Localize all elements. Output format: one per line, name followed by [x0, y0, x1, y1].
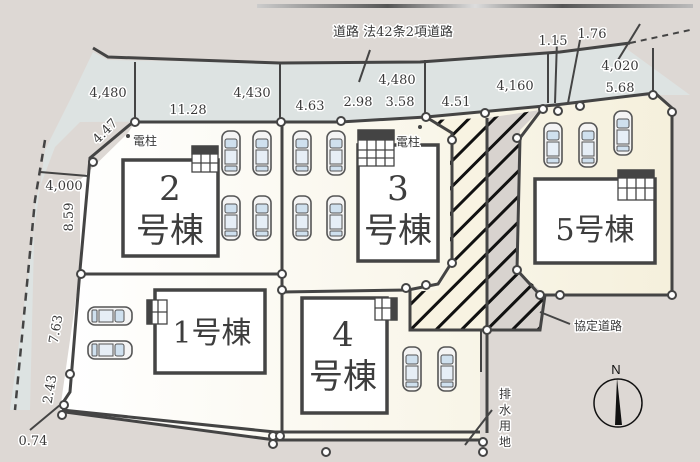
building-3-number: 3 [387, 169, 409, 209]
road-area [10, 44, 690, 410]
road-width-3: 4,480 [378, 73, 415, 88]
west-boundary [13, 139, 47, 411]
road-boundary [92, 41, 631, 65]
drainage-label-2: 水 [499, 403, 511, 417]
utility-pole-2-label: 電柱 [396, 134, 420, 149]
building-5-label: 5号棟 [555, 213, 634, 248]
frontage-5-68: 5.68 [606, 81, 635, 96]
frontage-4-63: 4.63 [296, 99, 325, 114]
frontage-1-76: 1.76 [578, 27, 607, 42]
road-width-2: 4,430 [233, 86, 270, 101]
dimension-lines [29, 39, 654, 446]
building-2-suffix: 号棟 [136, 211, 204, 251]
agreement-road-hatch-left [410, 118, 487, 330]
road-type-label: 道路 法42条2項道路 [333, 24, 453, 40]
header-bar [257, 4, 693, 8]
frontage-11-28: 11.28 [169, 103, 206, 118]
frontage-2-98: 2.98 [344, 95, 373, 110]
compass-north-label: N [611, 362, 620, 377]
building-4-number: 4 [332, 315, 354, 355]
building-4-suffix: 号棟 [309, 357, 377, 397]
side-8-59: 8.59 [62, 203, 77, 232]
side-2-43: 2.43 [41, 374, 61, 405]
building-3-suffix: 号棟 [364, 211, 432, 251]
balcony-icons [146, 129, 655, 325]
compass-icon: N [593, 362, 643, 428]
road-width-5: 4,020 [601, 59, 638, 74]
building-2-number: 2 [159, 169, 181, 209]
utility-pole-1-label: 電柱 [133, 133, 157, 148]
drainage-label-4: 地 [499, 435, 511, 449]
road-width-4: 4,160 [496, 79, 533, 94]
utility-pole-1-dot [126, 134, 130, 138]
road-width-1: 4,480 [89, 86, 126, 101]
drainage-label-1: 排 [499, 387, 511, 401]
frontage-1-15: 1.15 [539, 34, 568, 49]
side-0-74: 0.74 [19, 434, 48, 449]
agreement-road-hatch-right [487, 110, 545, 330]
road-width-side: 4,000 [45, 179, 82, 194]
building-1-label: 1号棟 [172, 316, 251, 351]
agreement-road-label: 協定道路 [574, 318, 622, 333]
boundary-nodes [57, 90, 677, 457]
frontage-4-51: 4.51 [442, 95, 471, 110]
building-2 [121, 158, 220, 258]
utility-pole-2-dot [418, 125, 422, 129]
building-1 [153, 288, 267, 375]
building-4 [300, 296, 389, 415]
side-7-63: 7.63 [47, 314, 67, 345]
frontage-3-58: 3.58 [386, 95, 415, 110]
drainage-label-3: 用 [499, 419, 511, 433]
